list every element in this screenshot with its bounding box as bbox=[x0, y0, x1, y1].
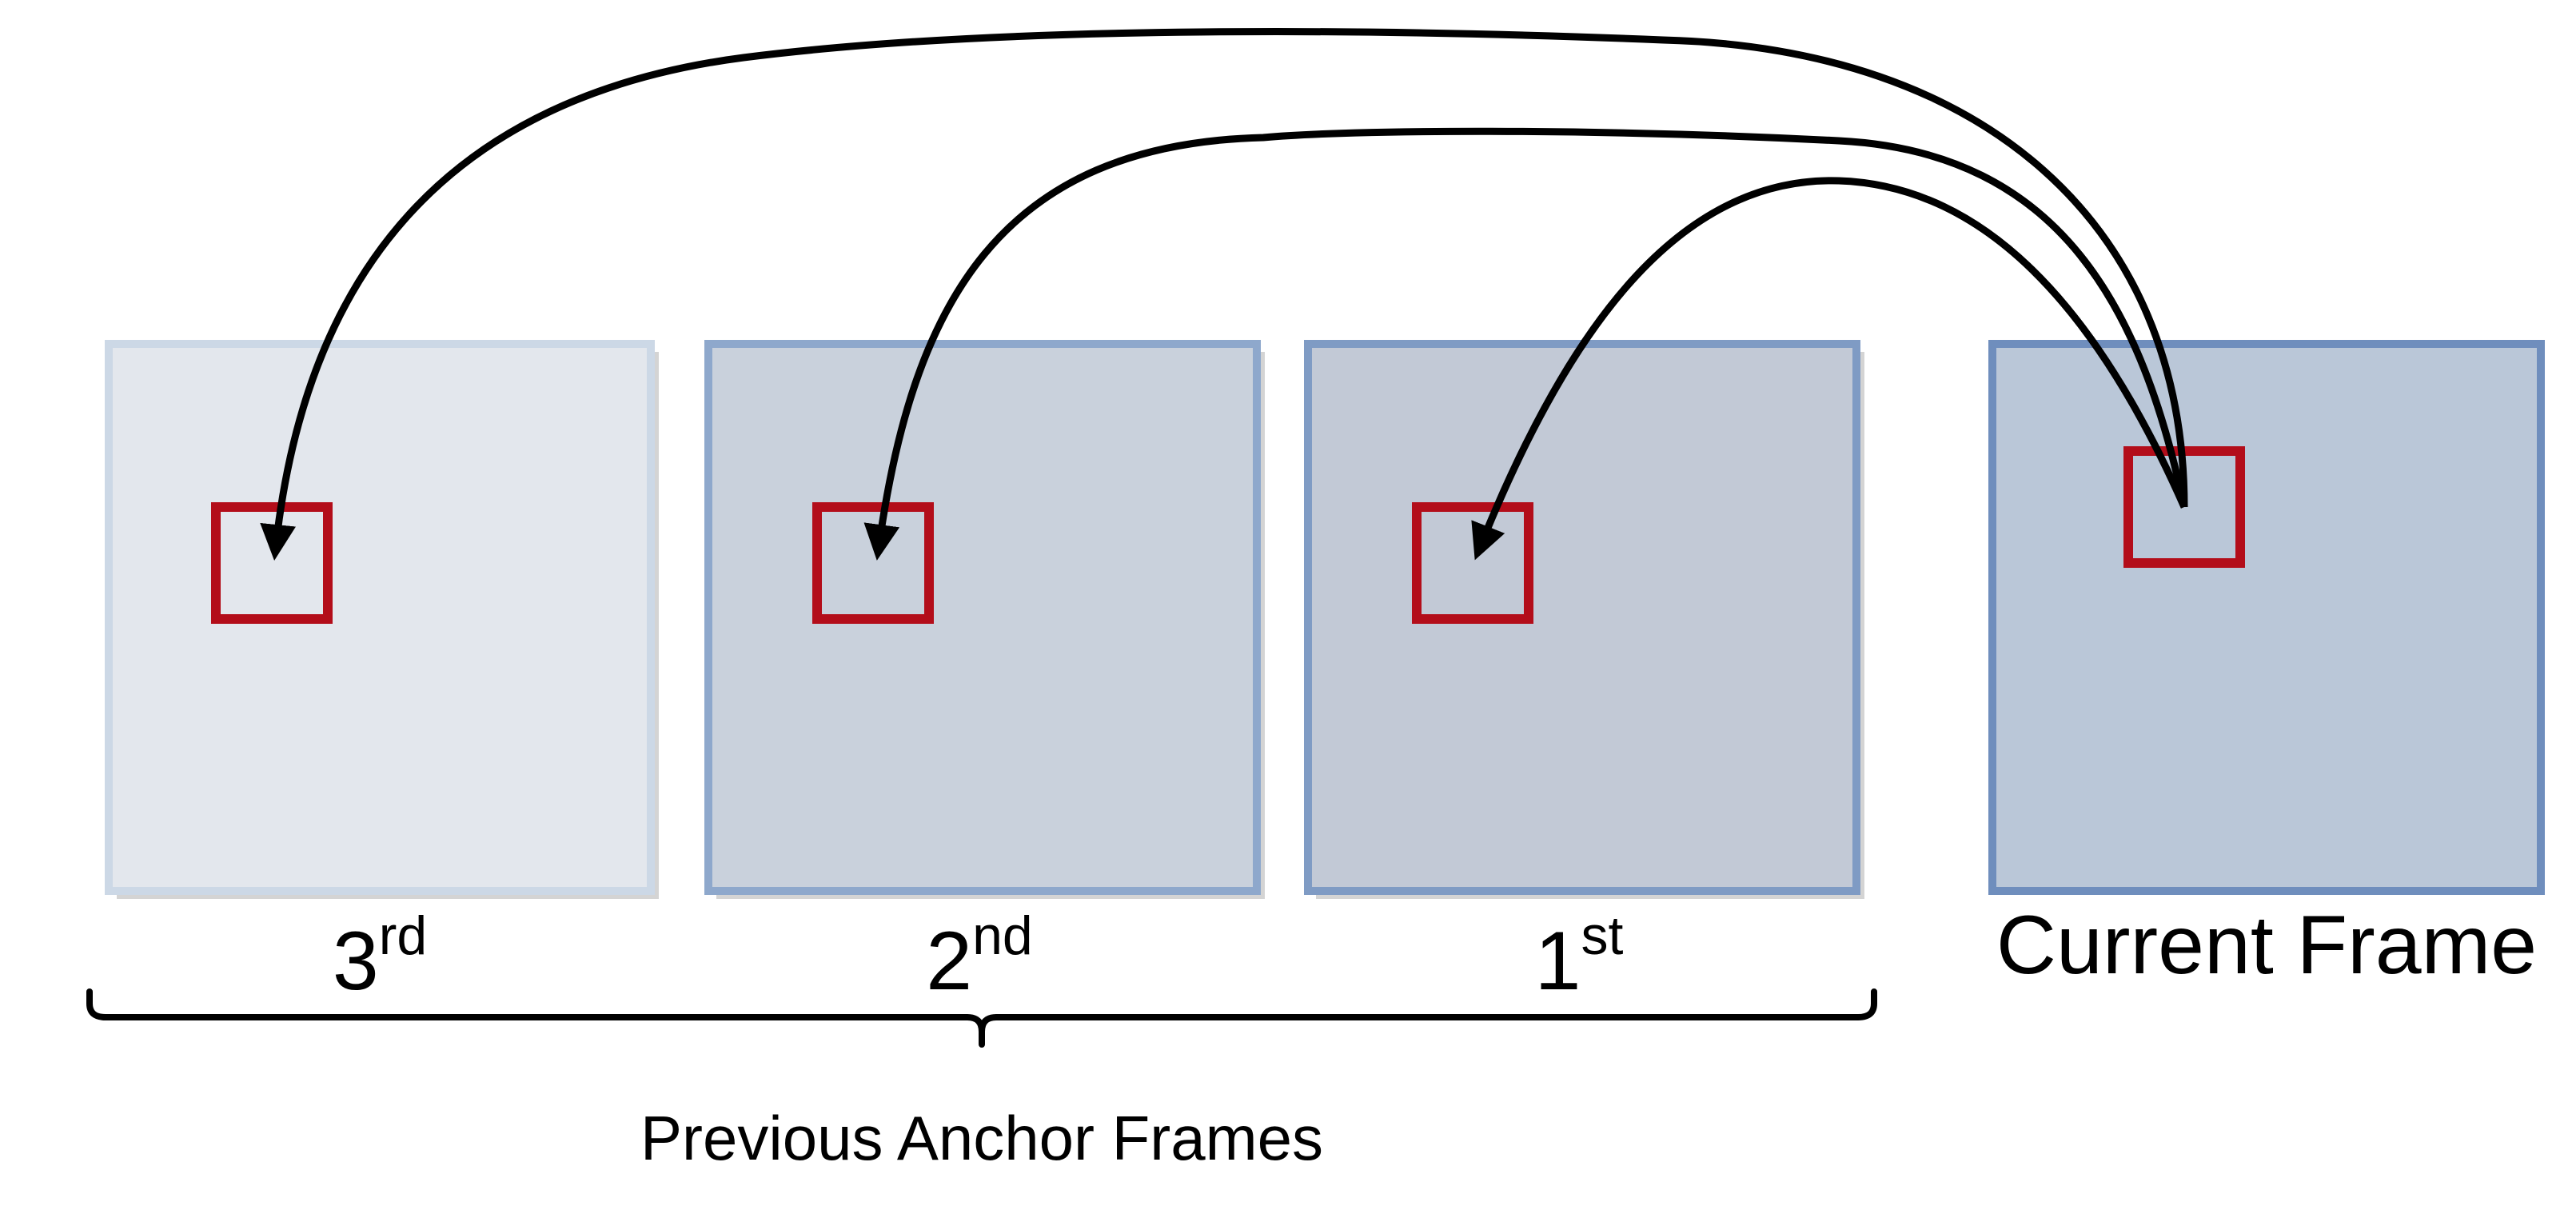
region-box-third bbox=[211, 502, 333, 624]
frame-label-current: Current Frame bbox=[1996, 899, 2538, 992]
previous-anchor-frames-label: Previous Anchor Frames bbox=[640, 1103, 1324, 1173]
frame-second bbox=[704, 340, 1261, 895]
arrow-current-to-first bbox=[1471, 177, 2188, 561]
arrow-current-to-second bbox=[863, 127, 2188, 561]
frame-current bbox=[1988, 340, 2545, 895]
frame-label-second-number: 2 bbox=[926, 915, 973, 1008]
previous-frames-brace bbox=[86, 988, 1877, 1048]
frame-label-first: 1st bbox=[1535, 908, 1624, 1003]
frame-label-second-suffix: nd bbox=[972, 905, 1033, 966]
frame-label-first-number: 1 bbox=[1534, 915, 1581, 1008]
arrow-current-to-third bbox=[260, 28, 2188, 561]
frame-third bbox=[105, 340, 655, 895]
region-box-first bbox=[1412, 502, 1533, 624]
region-box-second bbox=[812, 502, 934, 624]
frame-label-second: 2nd bbox=[926, 908, 1032, 1003]
frame-first bbox=[1304, 340, 1860, 895]
frame-label-third-number: 3 bbox=[332, 915, 379, 1008]
frame-label-third-suffix: rd bbox=[378, 905, 428, 966]
frame-label-first-suffix: st bbox=[1581, 905, 1624, 966]
frame-label-third: 3rd bbox=[333, 908, 427, 1003]
